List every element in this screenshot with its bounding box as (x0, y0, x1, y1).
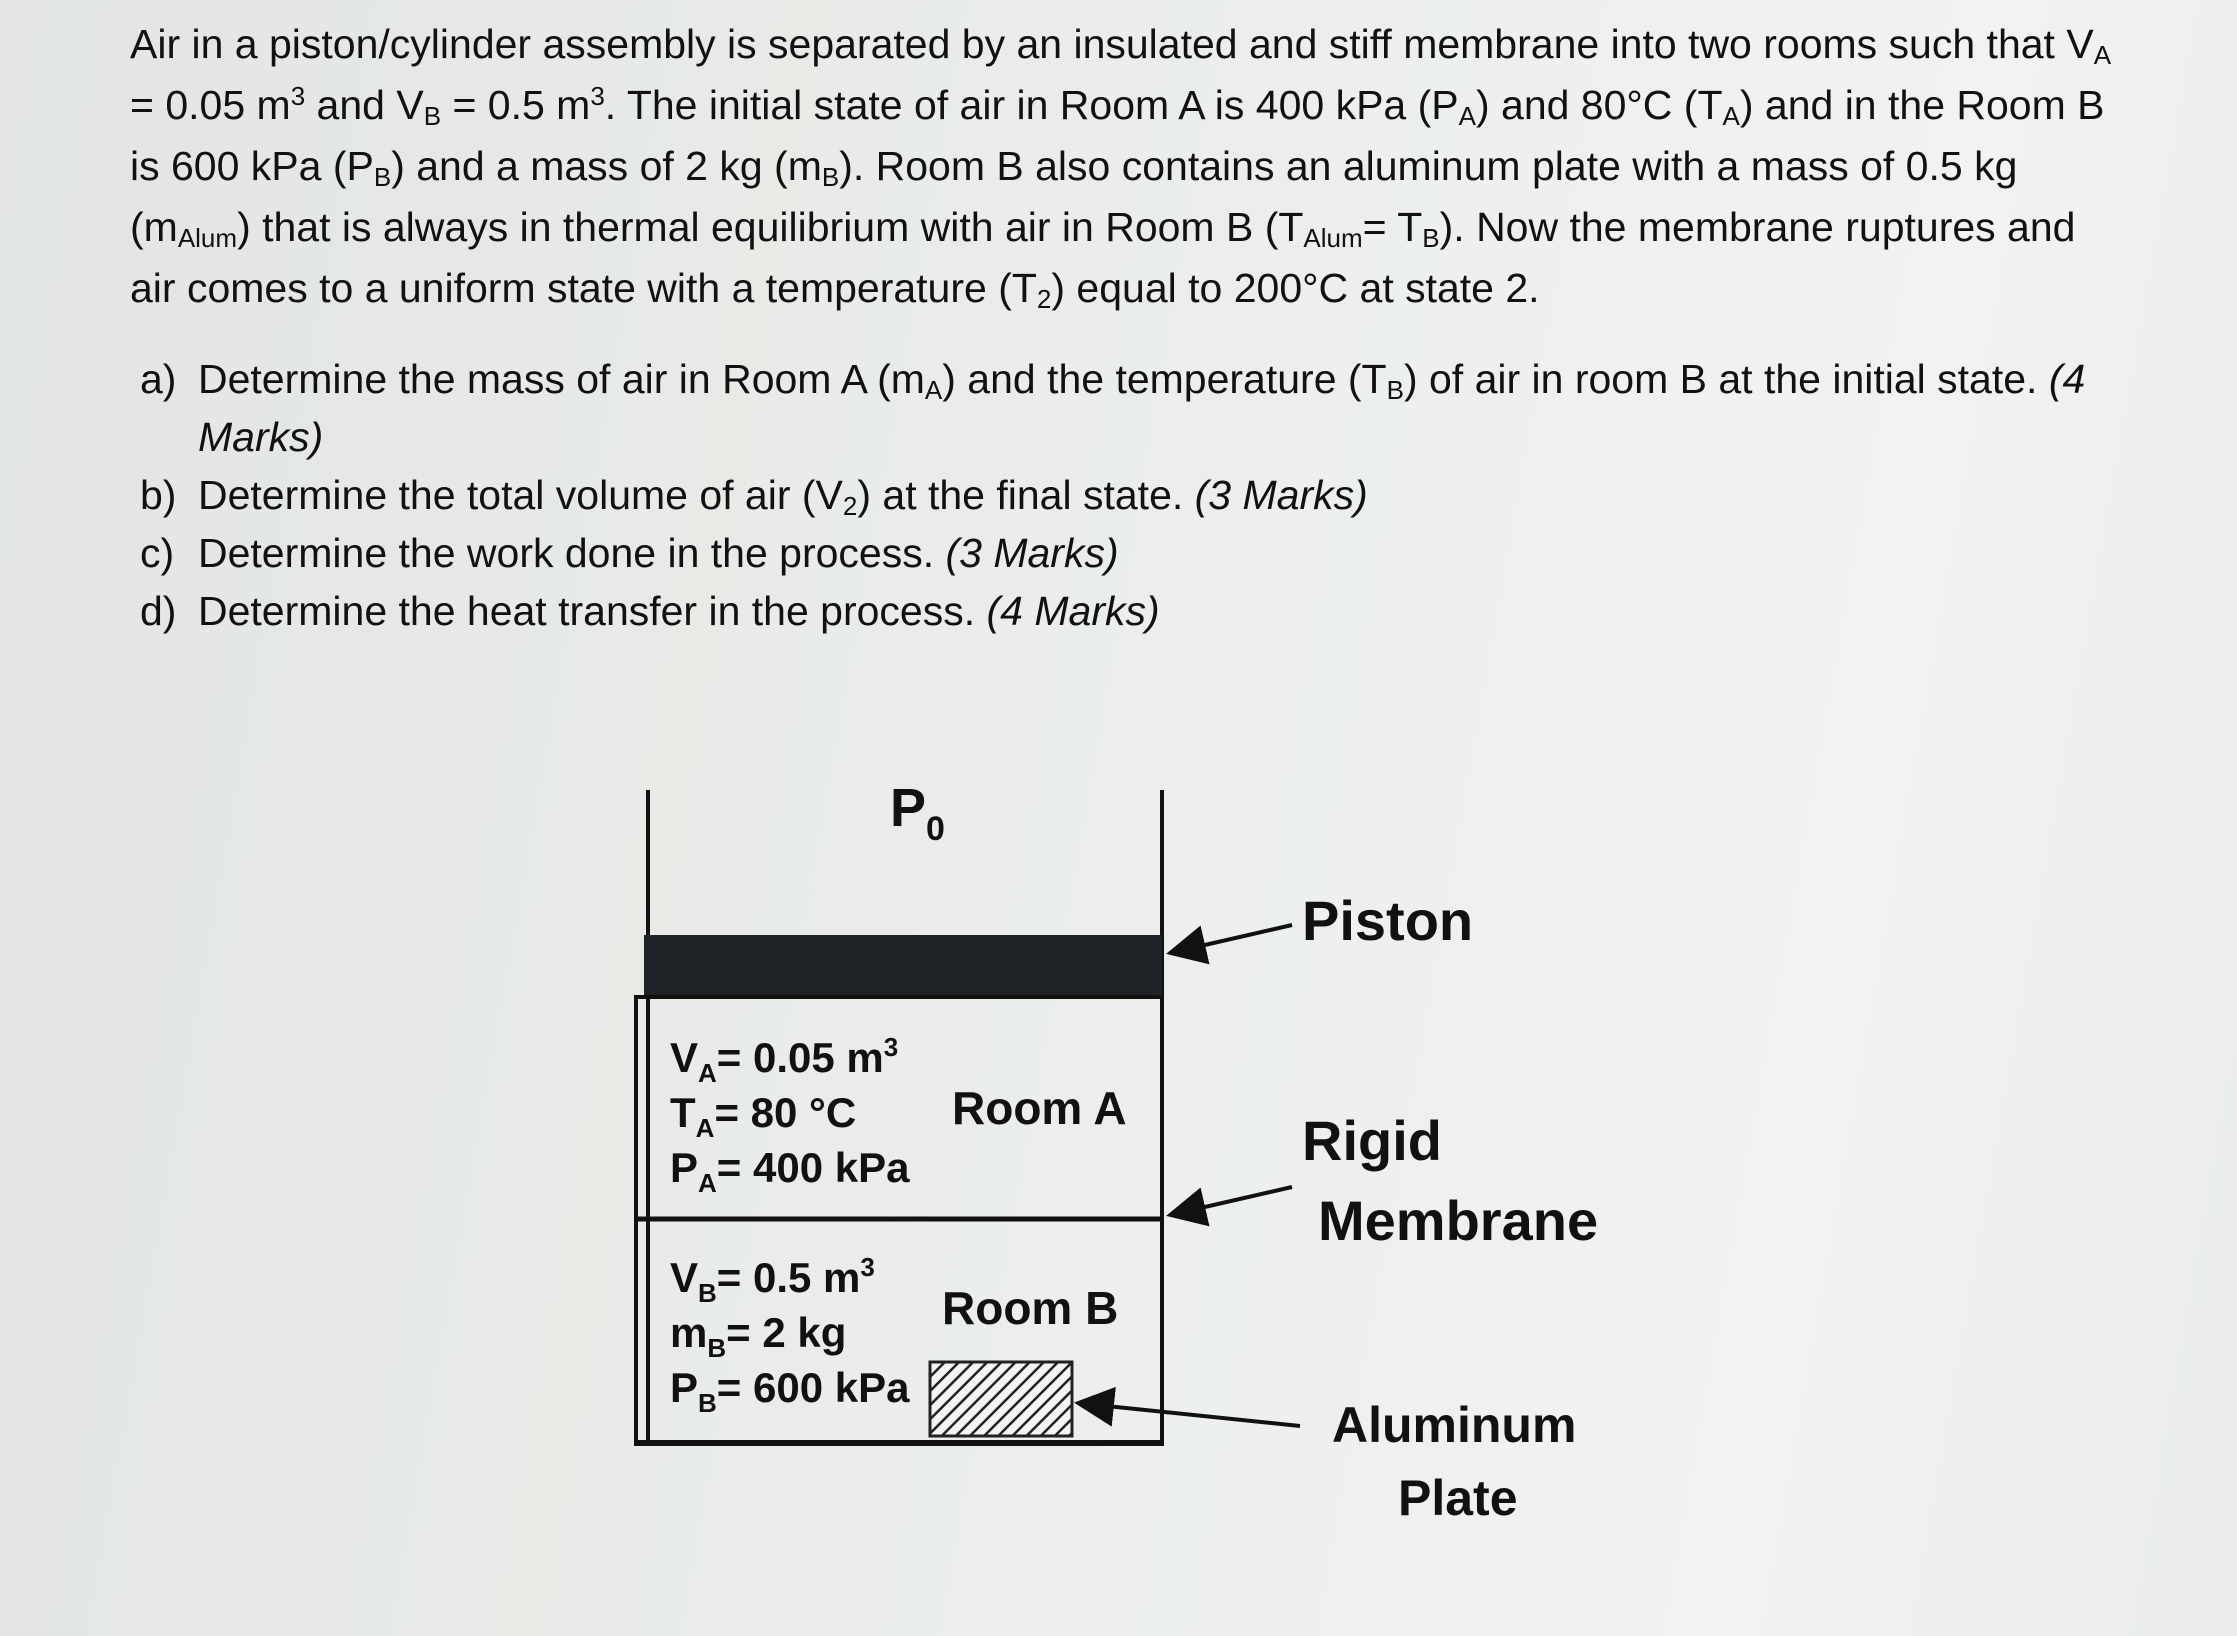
mb-value: mB= 2 kg (670, 1309, 846, 1363)
membrane-label: Membrane (1318, 1189, 1598, 1252)
problem-statement: Air in a piston/cylinder assembly is sep… (130, 21, 2112, 314)
part-label: b) (140, 472, 177, 518)
part-a: a) Determine the mass of air in Room A (… (140, 350, 2140, 466)
plate-label: Plate (1398, 1470, 1518, 1526)
piston-label: Piston (1302, 889, 1473, 952)
plate-arrow (1074, 1386, 1301, 1428)
pa-value: PA= 400 kPa (670, 1144, 910, 1198)
vb-value: VB= 0.5 m3 (670, 1252, 875, 1308)
part-label: d) (140, 588, 177, 634)
atmospheric-pressure-label: P0 (890, 778, 945, 848)
ta-value: TA= 80 °C (670, 1089, 856, 1143)
marks: (3 Marks) (1194, 472, 1368, 518)
piston (644, 935, 1162, 997)
question-parts: a) Determine the mass of air in Room A (… (140, 350, 2140, 640)
membrane-arrow (1166, 1185, 1293, 1227)
marks: (4 Marks) (198, 356, 2086, 460)
room-b (634, 1217, 1164, 1446)
marks: (3 Marks) (945, 530, 1119, 576)
va-value: VA= 0.05 m3 (670, 1032, 898, 1088)
rigid-label: Rigid (1302, 1109, 1442, 1172)
room-b-label: Room B (942, 1282, 1118, 1334)
marks: (4 Marks) (986, 588, 1160, 634)
piston-arrow (1166, 923, 1293, 965)
aluminum-label: Aluminum (1332, 1397, 1576, 1453)
part-label: a) (140, 356, 177, 402)
part-d: d) Determine the heat transfer in the pr… (140, 582, 2140, 640)
pb-value: PB= 600 kPa (670, 1364, 910, 1418)
part-b: b) Determine the total volume of air (V2… (140, 466, 2140, 524)
part-label: c) (140, 530, 175, 576)
part-c: c) Determine the work done in the proces… (140, 524, 2140, 582)
aluminum-plate (928, 1360, 1074, 1438)
room-a-label: Room A (952, 1082, 1127, 1134)
